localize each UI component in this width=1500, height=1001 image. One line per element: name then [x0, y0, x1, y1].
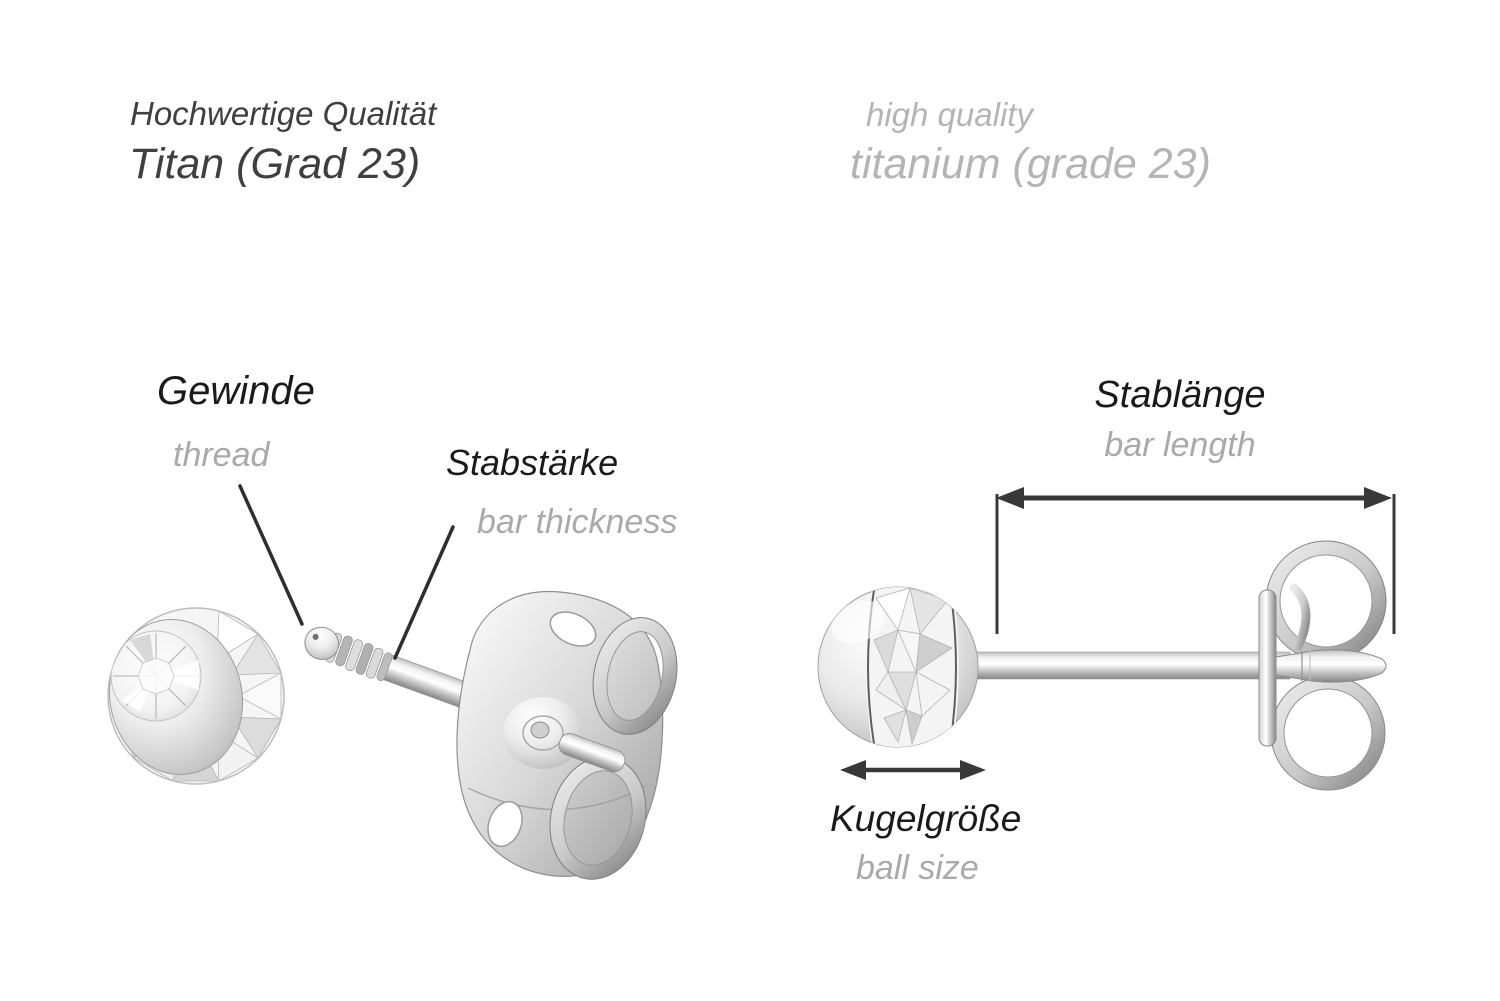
butterfly-clutch-left: [456, 590, 678, 880]
label-thread-en: thread: [173, 436, 270, 474]
arrowhead-left-icon: [840, 760, 866, 780]
right-earring-illustration: [817, 487, 1396, 791]
label-ball-size-de: Kugelgröße: [830, 798, 1022, 839]
label-bar-thickness-en: bar thickness: [477, 503, 678, 541]
left-earring-illustration: [107, 484, 678, 880]
clutch-hole-top: [549, 611, 597, 647]
label-bar-length-en: bar length: [1104, 426, 1256, 464]
label-bar-thickness-de: Stabstärke: [446, 442, 619, 483]
label-ball-size-en: ball size: [856, 849, 979, 887]
clutch-wire-curl: [1289, 583, 1311, 651]
crystal-ball: [817, 586, 979, 748]
stud-bar: [939, 651, 1291, 680]
header-german-quality: Hochwertige Qualität: [130, 95, 437, 132]
bar-tip-protruding: [558, 733, 626, 773]
ball-size-measure: [840, 760, 986, 780]
bar-length-measure: [995, 487, 1396, 634]
header-english-quality: high quality: [866, 96, 1033, 133]
label-bar-length-de: Stablänge: [1094, 374, 1266, 416]
label-thread-de: Gewinde: [157, 369, 315, 413]
header-german-material: Titan (Grad 23): [129, 140, 421, 188]
ball-crystal-facets: [873, 587, 953, 746]
butterfly-clutch-right: [1258, 540, 1387, 791]
bar-end-spindle: [1275, 649, 1387, 683]
disc-stone-face: [110, 630, 202, 722]
arrowhead-left-icon: [996, 487, 1024, 509]
arrowhead-right-icon: [1364, 487, 1392, 509]
arrowhead-right-icon: [960, 760, 986, 780]
crystal-disc: [107, 607, 285, 785]
clutch-spine: [1258, 589, 1277, 747]
bar-thickness-pointer-line: [393, 525, 455, 660]
thread-pointer-line: [238, 484, 304, 626]
header-english-material: titanium (grade 23): [850, 140, 1211, 188]
clutch-hole-bottom: [487, 800, 523, 848]
